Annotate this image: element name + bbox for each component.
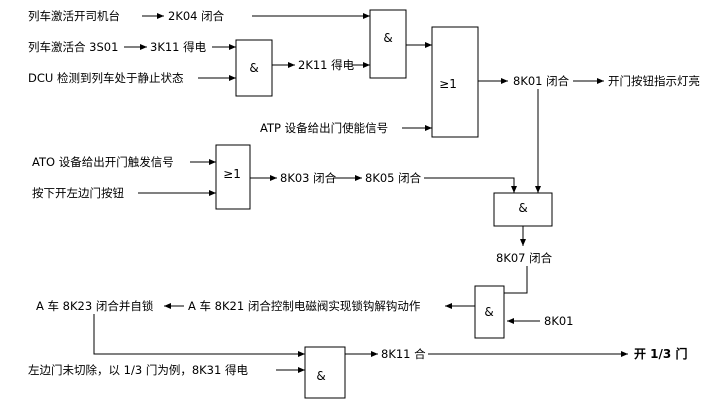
gate-symbol: & xyxy=(316,369,325,383)
label-a-8k23: A 车 8K23 闭合并自锁 xyxy=(36,299,154,313)
label-activate-3s01: 列车激活合 3S01 xyxy=(28,40,118,54)
gate-symbol: & xyxy=(518,201,527,215)
label-2k11-energized: 2K11 得电 xyxy=(298,58,355,72)
label-open-door-13: 开 1/3 门 xyxy=(634,346,687,361)
gate-or-4: ≥1 xyxy=(215,144,251,210)
label-3k11-energized: 3K11 得电 xyxy=(150,40,207,54)
gate-symbol: ≥1 xyxy=(223,167,241,181)
gate-and-2: & xyxy=(235,39,273,97)
label-2k04-closed: 2K04 闭合 xyxy=(168,9,225,23)
label-8k01-closed: 8K01 闭合 xyxy=(513,74,570,88)
gate-symbol: & xyxy=(249,61,258,75)
gate-or-3: ≥1 xyxy=(431,26,479,138)
label-8k05-closed: 8K05 闭合 xyxy=(365,171,422,185)
label-dcu-standstill: DCU 检测到列车处于静止状态 xyxy=(28,71,184,85)
label-8k07-closed: 8K07 闭合 xyxy=(496,251,553,265)
label-atp-enable: ATP 设备给出门使能信号 xyxy=(260,121,388,135)
gate-and-7: & xyxy=(304,346,346,399)
label-8k03-closed: 8K03 闭合 xyxy=(280,171,337,185)
gate-symbol: ≥1 xyxy=(439,77,457,91)
label-a-8k21: A 车 8K21 闭合控制电磁阀实现锁钩解钩动作 xyxy=(188,299,421,313)
gate-symbol: & xyxy=(484,305,493,319)
label-8k01: 8K01 xyxy=(544,314,574,328)
label-left-door-not-isolated: 左边门未切除，以 1/3 门为例，8K31 得电 xyxy=(28,363,248,377)
gate-and-6: & xyxy=(474,285,505,339)
label-8k11: 8K11 合 xyxy=(381,347,426,361)
label-door-button-light: 开门按钮指示灯亮 xyxy=(608,74,700,88)
label-activate-cab: 列车激活开司机台 xyxy=(28,9,120,23)
label-press-left-button: 按下开左边门按钮 xyxy=(32,186,124,200)
gate-and-5: & xyxy=(493,192,553,227)
gate-symbol: & xyxy=(383,31,392,45)
connector-lines xyxy=(93,13,628,373)
label-ato-trigger: ATO 设备给出开门触发信号 xyxy=(32,155,174,169)
gate-and-1: & xyxy=(369,9,407,79)
